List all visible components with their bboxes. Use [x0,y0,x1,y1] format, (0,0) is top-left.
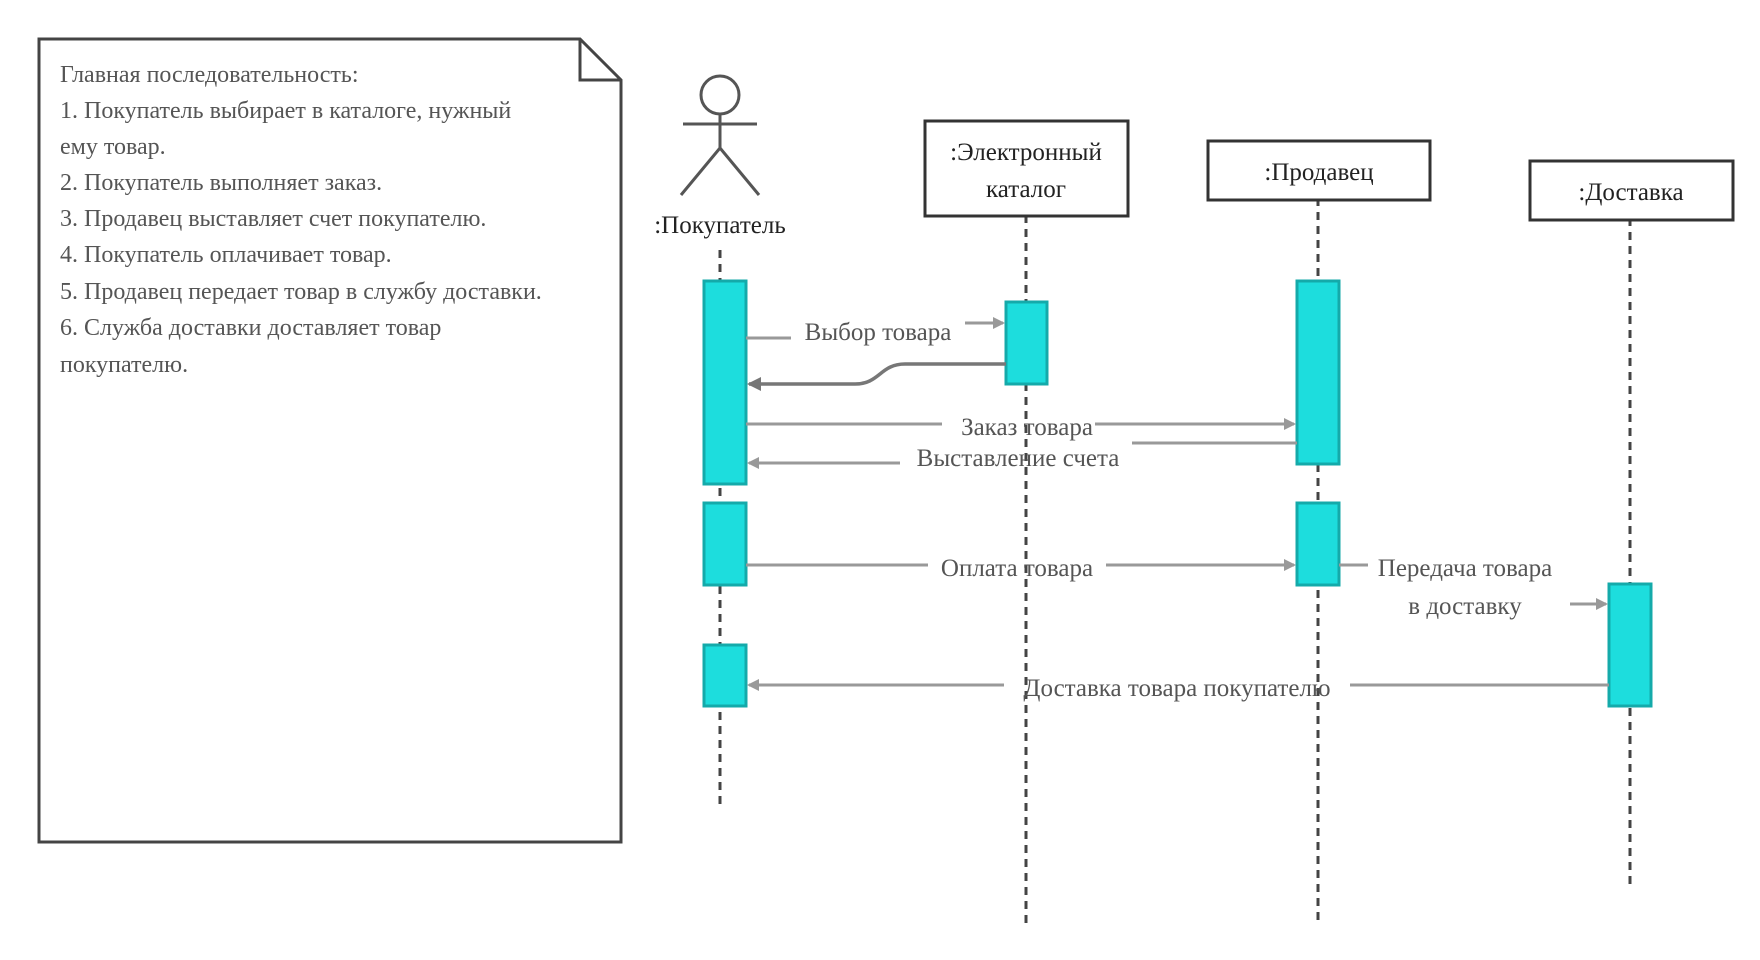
object-catalog-line2: каталог [986,176,1066,203]
object-catalog[interactable]: :Электронный каталог [923,119,1130,218]
message-return-catalog[interactable] [747,362,1006,391]
note-line: 3. Продавец выставляет счет покупателю. [60,206,486,232]
activation-bars [702,279,1653,708]
message-label: Заказ товара [961,414,1093,441]
note-line: 2. Покупатель выполняет заказ. [60,170,382,196]
return-arrow [747,362,1006,391]
actor-buyer[interactable]: :Покупатель [646,74,794,244]
stick-figure-icon [679,74,761,196]
object-catalog-line1: :Электронный [950,139,1102,166]
object-delivery[interactable]: :Доставка [1528,159,1735,222]
message-delivery-to-buyer[interactable]: Доставка товара покупателю [747,675,1609,702]
note-shape [37,37,623,844]
note-line: Главная последовательность: [60,62,359,88]
message-label: Выставление счета [917,445,1120,472]
message-label: Передача товара [1378,555,1552,582]
actor-label: :Покупатель [654,212,786,239]
note-line: 1. Покупатель выбирает в каталоге, нужны… [60,98,511,124]
activation-bar [1295,279,1341,466]
object-seller-label: :Продавец [1264,159,1373,186]
activation-bar [702,501,748,587]
message-order-goods[interactable]: Заказ товара [746,414,1296,441]
activation-bar [1607,582,1653,708]
message-select-goods[interactable]: Выбор товара [746,317,1005,346]
note-line: ему товар. [60,134,166,160]
activation-bar [1004,300,1049,386]
note-line: 5. Продавец передает товар в службу дост… [60,279,542,305]
note-line: 4. Покупатель оплачивает товар. [60,242,392,268]
message-invoice[interactable]: Выставление счета [747,441,1297,472]
message-label: Выбор товара [805,319,952,346]
message-label: в доставку [1408,593,1522,620]
message-payment[interactable]: Оплата товара [746,555,1296,582]
note-folded-corner [578,39,621,82]
note-line: покупателю. [60,352,188,378]
activation-bar [1295,501,1341,587]
activation-bar [702,279,748,486]
object-delivery-label: :Доставка [1578,179,1683,206]
note-line: 6. Служба доставки доставляет товар [60,315,441,341]
message-label: Оплата товара [941,555,1093,582]
activation-bar [702,643,748,708]
note: Главная последовательность: 1. Покупател… [37,37,623,844]
message-handover[interactable]: Передача товара в доставку [1339,555,1608,620]
object-seller[interactable]: :Продавец [1206,139,1432,202]
message-label: Доставка товара покупателю [1023,675,1330,702]
